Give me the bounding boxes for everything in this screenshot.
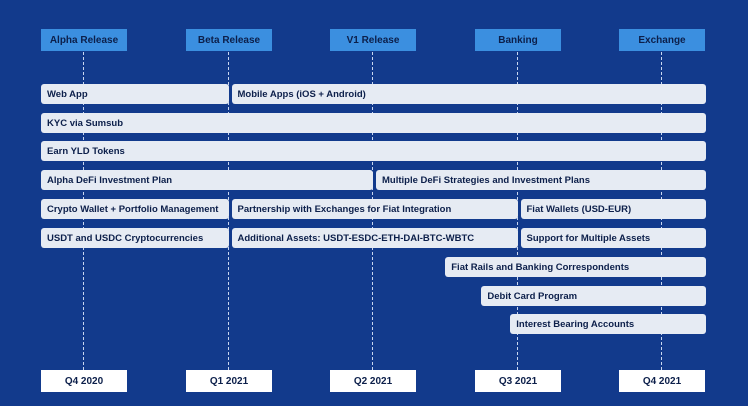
milestone-label: Exchange <box>619 29 705 51</box>
milestone-label: V1 Release <box>330 29 416 51</box>
roadmap-item: Mobile Apps (iOS + Android) <box>231 84 706 104</box>
roadmap-item: Fiat Rails and Banking Correspondents <box>445 257 706 277</box>
quarter-label: Q4 2021 <box>619 370 705 392</box>
roadmap-item: Web App <box>41 84 229 104</box>
milestone-label: Beta Release <box>186 29 272 51</box>
roadmap-item: Fiat Wallets (USD-EUR) <box>520 199 706 219</box>
roadmap-item: Earn YLD Tokens <box>41 141 706 161</box>
quarter-label: Q1 2021 <box>186 370 272 392</box>
roadmap-item: Support for Multiple Assets <box>520 228 706 248</box>
timeline-dashed-line <box>517 52 518 370</box>
roadmap-item: USDT and USDC Cryptocurrencies <box>41 228 229 248</box>
roadmap-item: Interest Bearing Accounts <box>510 314 706 334</box>
milestone-label: Banking <box>475 29 561 51</box>
roadmap-item: Multiple DeFi Strategies and Investment … <box>376 170 706 190</box>
roadmap-item: Alpha DeFi Investment Plan <box>41 170 373 190</box>
roadmap-item: Additional Assets: USDT-ESDC-ETH-DAI-BTC… <box>231 228 518 248</box>
timeline-dashed-line <box>228 52 229 370</box>
milestone-label: Alpha Release <box>41 29 127 51</box>
quarter-label: Q4 2020 <box>41 370 127 392</box>
roadmap-item: Debit Card Program <box>481 286 706 306</box>
roadmap-item: KYC via Sumsub <box>41 113 706 133</box>
quarter-label: Q2 2021 <box>330 370 416 392</box>
quarter-label: Q3 2021 <box>475 370 561 392</box>
roadmap-item: Partnership with Exchanges for Fiat Inte… <box>231 199 518 219</box>
roadmap-item: Crypto Wallet + Portfolio Management <box>41 199 229 219</box>
